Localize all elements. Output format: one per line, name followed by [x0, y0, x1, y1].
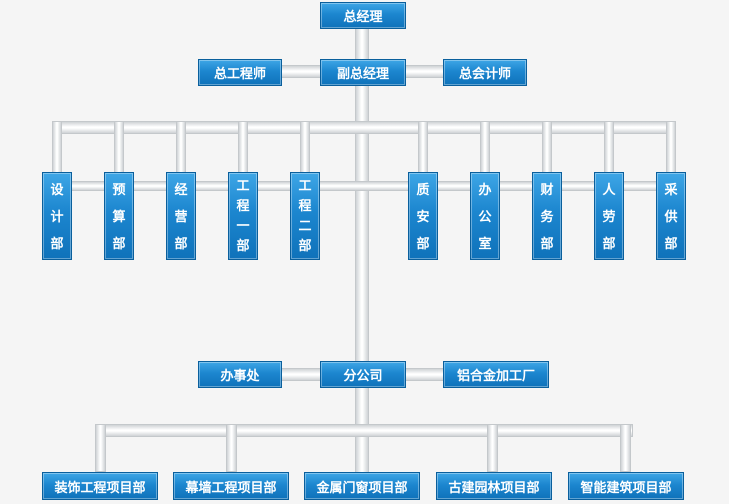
connector-dept-drop	[480, 121, 490, 175]
node-department[interactable]: 人劳部	[594, 172, 624, 260]
department-label: 质安部	[416, 183, 430, 252]
node-department[interactable]: 经营部	[166, 172, 196, 260]
connector-dept-drop	[604, 121, 614, 175]
connector-project-drop	[95, 424, 106, 472]
connector-dept-drop	[418, 121, 428, 175]
connector-dept-drop	[300, 121, 310, 175]
connector-dept-drop	[114, 121, 124, 175]
department-label: 工程二部	[298, 179, 312, 254]
connector-dept-drop	[666, 121, 676, 175]
connector-dept-bar	[52, 121, 676, 134]
department-label: 工程一部	[236, 179, 250, 254]
connector-dept-drop	[238, 121, 248, 175]
node-branch-company[interactable]: 分公司	[320, 361, 406, 388]
department-label: 办公室	[478, 183, 492, 252]
connector-main-trunk	[355, 28, 369, 476]
node-department[interactable]: 办公室	[470, 172, 500, 260]
department-label: 财务部	[540, 183, 554, 252]
node-chief-accountant[interactable]: 总会计师	[443, 59, 527, 86]
node-project-department[interactable]: 智能建筑项目部	[568, 472, 684, 500]
node-department[interactable]: 预算部	[104, 172, 134, 260]
node-office[interactable]: 办事处	[198, 361, 282, 388]
connector-project-bar	[95, 424, 633, 437]
node-project-department[interactable]: 幕墙工程项目部	[173, 472, 289, 500]
node-project-department[interactable]: 装饰工程项目部	[42, 472, 158, 500]
node-project-department[interactable]: 古建园林项目部	[436, 472, 552, 500]
connector-project-drop	[620, 424, 631, 472]
node-department[interactable]: 采供部	[656, 172, 686, 260]
node-department[interactable]: 设计部	[42, 172, 72, 260]
node-general-manager[interactable]: 总经理	[320, 2, 406, 29]
node-project-department[interactable]: 金属门窗项目部	[304, 472, 420, 500]
node-aluminum-factory[interactable]: 铝合金加工厂	[443, 361, 549, 388]
connector-dept-mid	[60, 181, 672, 191]
node-chief-engineer[interactable]: 总工程师	[198, 59, 282, 86]
node-department[interactable]: 工程二部	[290, 172, 320, 260]
node-department[interactable]: 工程一部	[228, 172, 258, 260]
department-label: 预算部	[112, 183, 126, 252]
department-label: 人劳部	[602, 183, 616, 252]
node-department[interactable]: 质安部	[408, 172, 438, 260]
department-label: 设计部	[50, 183, 64, 252]
connector-dept-drop	[52, 121, 62, 175]
node-vice-general-manager[interactable]: 副总经理	[320, 59, 406, 86]
connector-project-drop	[487, 424, 498, 472]
connector-dept-drop	[542, 121, 552, 175]
department-label: 采供部	[664, 183, 678, 252]
connector-dept-drop	[176, 121, 186, 175]
connector-project-drop	[226, 424, 237, 472]
node-department[interactable]: 财务部	[532, 172, 562, 260]
department-label: 经营部	[174, 183, 188, 252]
